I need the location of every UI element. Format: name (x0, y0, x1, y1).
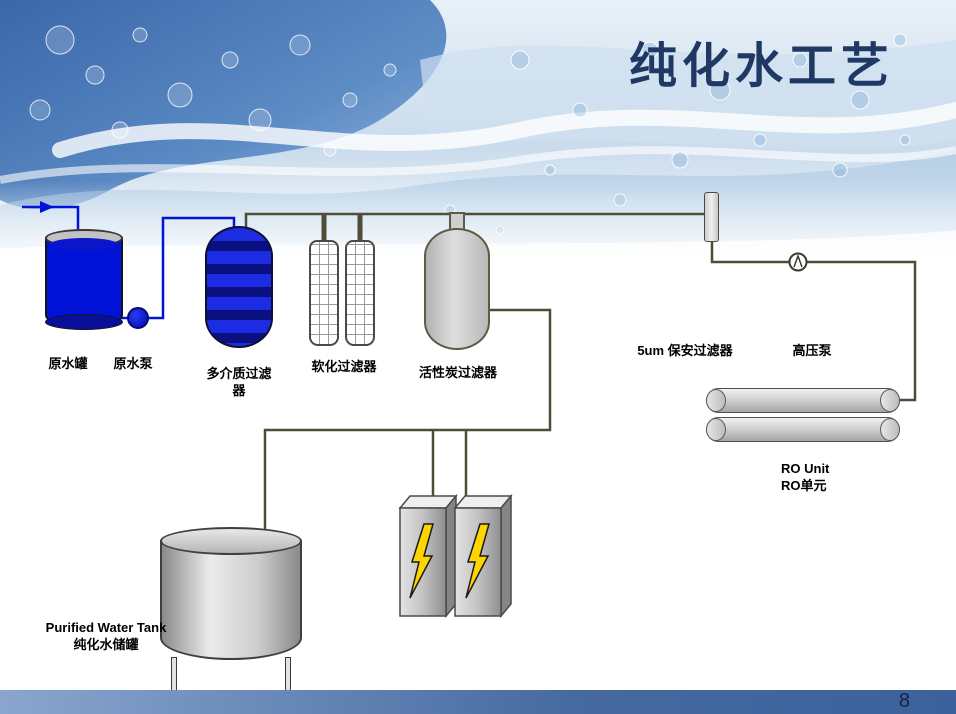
raw-water-surface (50, 238, 118, 251)
softening-filter-column-1 (309, 240, 339, 346)
raw-water-pump-label: 原水泵 (113, 356, 153, 371)
ro-unit-label-en: RO Unit (781, 461, 830, 476)
multimedia-filter-label: 多介质过滤器 (206, 366, 272, 398)
high-pressure-pump-label: 高压泵 (792, 343, 832, 358)
ro-unit (706, 388, 900, 442)
flow-arrow-icon (40, 201, 54, 213)
ro-unit-label: RO Unit RO单元 (781, 461, 901, 495)
lightning-icon (465, 523, 490, 599)
purified-water-tank-label-en: Purified Water Tank (45, 620, 167, 635)
tank-leg (171, 657, 177, 691)
raw-water-pump (127, 307, 149, 329)
page-number: 8 (898, 690, 910, 712)
multimedia-filter (205, 226, 273, 348)
edi-module-left (398, 493, 458, 619)
pipe-segment-top-main (244, 212, 706, 232)
pipe-segment-to-tank (263, 308, 552, 545)
security-filter-label: 5um 保安过滤器 (637, 343, 733, 358)
ro-endcap (706, 389, 726, 412)
ro-membrane-2 (706, 417, 900, 442)
ro-endcap (880, 418, 900, 441)
foam-stroke (52, 102, 956, 158)
purified-water-tank-body (160, 540, 302, 660)
lightning-icon (409, 523, 434, 599)
edi-module-right (453, 493, 513, 619)
raw-water-tank-bottom (45, 314, 123, 330)
dark-water-swirl (0, 0, 447, 210)
ro-endcap (880, 389, 900, 412)
ro-membrane-1 (706, 388, 900, 413)
carbon-filter-label: 活性炭过滤器 (418, 365, 497, 380)
pipe-segment-to-ro (710, 240, 917, 402)
pipe-segment-pump-to-filter (147, 216, 236, 320)
raw-water-tank (45, 229, 123, 330)
high-pressure-pump-icon (788, 252, 808, 272)
softening-filter-label: 软化过滤器 (311, 359, 377, 374)
raw-water-tank-label: 原水罐 (48, 356, 88, 371)
ro-endcap (706, 418, 726, 441)
ro-unit-label-cn: RO单元 (781, 477, 827, 493)
footer-bar (0, 690, 956, 714)
bubbles-dark-zone (29, 25, 397, 157)
purified-water-tank-top (160, 527, 302, 555)
foam-stroke-thin (0, 146, 956, 184)
security-filter-cartridge (704, 192, 719, 242)
softening-filter-column-2 (345, 240, 375, 346)
tank-leg (285, 657, 291, 691)
carbon-filter (424, 228, 490, 350)
page-title: 纯化水工艺 (628, 40, 894, 93)
purified-water-tank-label-cn: 纯化水储罐 (73, 636, 139, 652)
purified-water-tank-label: Purified Water Tank 纯化水储罐 (40, 620, 172, 654)
purified-water-tank (160, 527, 302, 691)
